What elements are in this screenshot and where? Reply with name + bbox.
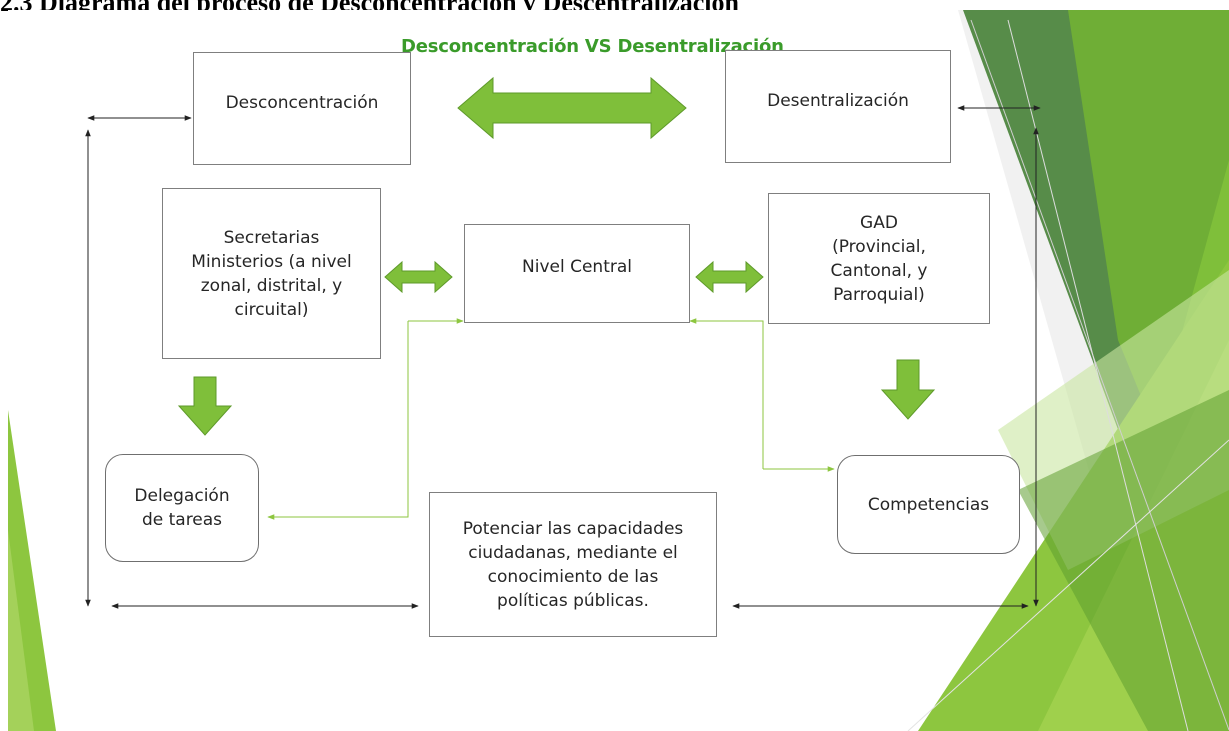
- down-arrow-left: [177, 376, 233, 436]
- down-arrow-right: [880, 359, 936, 420]
- box-desentralizacion: Desentralización: [725, 50, 951, 163]
- box-nivel-central: Nivel Central: [464, 224, 690, 323]
- box-delegacion: Delegación de tareas: [105, 454, 259, 562]
- slide-title: Desconcentración VS Desentralización: [401, 36, 784, 57]
- connector-potenciar-to-delegacion: [267, 321, 409, 520]
- connector-layer: [85, 76, 1041, 609]
- big-double-arrow: [457, 76, 687, 140]
- box-secretarias: Secretarias Ministerios (a nivel zonal, …: [162, 188, 381, 359]
- box-gad: GAD (Provincial, Cantonal, y Parroquial): [768, 193, 990, 324]
- box-desconcentracion: Desconcentración: [193, 52, 411, 165]
- box-competencias: Competencias: [837, 455, 1020, 554]
- decorative-background: [8, 10, 1229, 731]
- connector-competencias-nivel-central: [689, 318, 764, 469]
- box-potenciar: Potenciar las capacidades ciudadanas, me…: [429, 492, 717, 637]
- slide: Desconcentración VS Desentralización: [8, 10, 1229, 731]
- double-arrow-left: [384, 260, 453, 294]
- double-arrow-right: [695, 260, 764, 294]
